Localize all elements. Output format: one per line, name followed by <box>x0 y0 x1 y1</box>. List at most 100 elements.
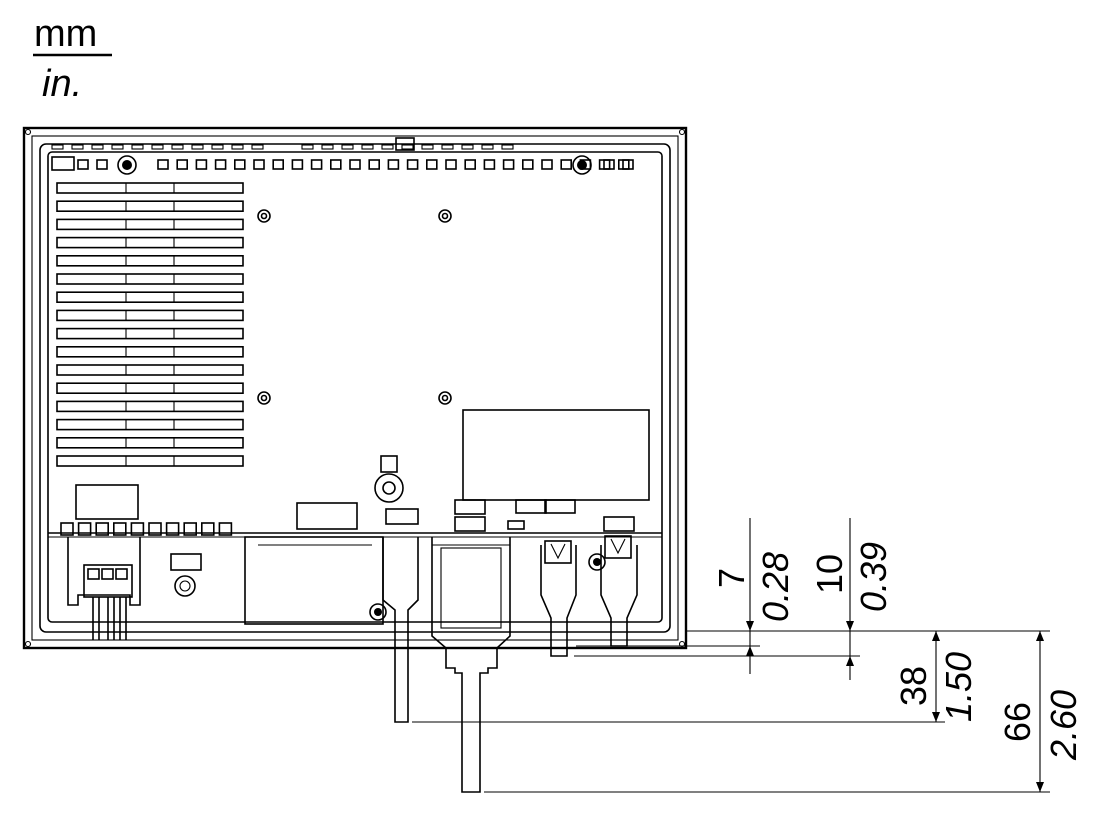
corner-mark <box>24 640 32 648</box>
dim-38-mm: 38 <box>893 666 934 706</box>
top-rim-slot <box>91 144 104 150</box>
top-rim-slot <box>461 144 474 150</box>
top-rim-slot <box>401 144 414 150</box>
grille-bar <box>56 255 244 267</box>
vent-slot <box>560 159 573 170</box>
grille-bar <box>56 345 244 358</box>
mounting-bosses <box>257 209 452 405</box>
vent-slot <box>195 159 208 170</box>
terminal-cap <box>77 522 92 536</box>
cable-2 <box>431 537 511 793</box>
top-rim-slot <box>481 144 494 150</box>
grille-bar <box>56 236 244 249</box>
cable-4 <box>600 545 638 647</box>
screw-icon <box>572 155 592 175</box>
screw-icon <box>588 553 606 571</box>
dim-66-in: 2.60 <box>1043 690 1084 761</box>
terminal-cap <box>60 522 74 536</box>
panel-outer-frame <box>22 126 688 650</box>
panel-bezel <box>39 143 671 633</box>
grille-bar <box>56 182 244 194</box>
grille-bar <box>56 382 244 395</box>
vent-slot <box>483 159 496 170</box>
corner-mark <box>678 128 686 136</box>
terminal-cap <box>183 522 197 536</box>
dim-38-in: 1.50 <box>938 652 979 722</box>
panel-rear-view <box>22 126 688 650</box>
top-rim-slot <box>231 144 244 150</box>
grille-bar <box>56 400 244 413</box>
usb-port <box>170 553 202 571</box>
screw-head <box>577 160 587 170</box>
vent-slot <box>176 159 188 170</box>
corner-mark <box>24 128 32 136</box>
top-rim-slot <box>251 144 264 150</box>
switch-block <box>544 499 576 514</box>
vent-slot <box>253 159 265 170</box>
top-rim-slot <box>301 144 314 150</box>
label-pad <box>51 156 75 171</box>
dim-10-mm: 10 <box>809 554 850 594</box>
nameplate-area <box>462 409 650 501</box>
units-legend: mm in. <box>33 13 112 105</box>
terminal-cap <box>95 522 109 536</box>
vent-slot <box>368 159 381 170</box>
grille-bar <box>56 418 244 431</box>
top-rim-slot <box>441 144 454 150</box>
panel-rear-cover <box>47 151 663 623</box>
ventilation-grille <box>56 182 244 467</box>
cable-1 <box>382 537 419 723</box>
screw-icon <box>117 155 137 175</box>
top-rim-slot <box>131 144 144 150</box>
unit-metric: mm <box>34 13 97 55</box>
label-block-small <box>385 508 419 525</box>
vent-slot <box>603 159 615 170</box>
grille-bar <box>56 364 244 376</box>
power-terminal-row <box>60 522 233 536</box>
dim-7-in: 0.28 <box>755 552 796 622</box>
switch-block <box>515 499 547 514</box>
cable-3 <box>540 545 577 657</box>
top-rim-slot <box>51 144 64 150</box>
unit-imperial: in. <box>42 63 82 105</box>
vent-slot <box>77 159 89 170</box>
grille-bar <box>56 327 244 340</box>
power-connector <box>67 537 141 640</box>
vent-slot <box>214 159 227 170</box>
terminal-cap <box>113 522 127 536</box>
vent-slot <box>349 159 361 170</box>
grille-bar <box>56 309 244 322</box>
dim-66-mm: 66 <box>997 702 1038 742</box>
vent-slot <box>329 159 342 170</box>
vent-slot <box>541 159 553 170</box>
top-rim-slot <box>381 144 394 150</box>
label-block <box>296 502 358 530</box>
vent-slot <box>291 159 304 170</box>
top-rim-slot <box>321 144 334 150</box>
vent-slot <box>622 159 634 170</box>
led-window <box>380 455 398 473</box>
cable-cover <box>244 536 384 625</box>
top-rim-slot <box>111 144 124 150</box>
switch-block <box>454 499 486 515</box>
indicator <box>507 520 525 530</box>
vent-slot <box>387 159 400 170</box>
top-rim-slot <box>71 144 84 150</box>
vent-slot <box>310 159 323 170</box>
grille-bar <box>56 436 244 449</box>
grille-bar <box>56 291 244 304</box>
ground-screw-icon <box>374 473 404 503</box>
top-rim-slot <box>191 144 204 150</box>
grille-bar <box>56 218 244 231</box>
terminal-cap <box>130 522 145 536</box>
vent-slot <box>521 159 534 170</box>
vent-slot <box>502 159 515 170</box>
terminal-cap <box>148 522 162 536</box>
top-vent-slots <box>51 144 634 170</box>
grille-bar <box>56 200 244 212</box>
vent-slot <box>464 159 477 170</box>
top-rim-slot <box>501 144 514 150</box>
dimension-labels: 7 0.28 10 0.39 38 1.50 66 2.60 <box>711 542 1084 761</box>
